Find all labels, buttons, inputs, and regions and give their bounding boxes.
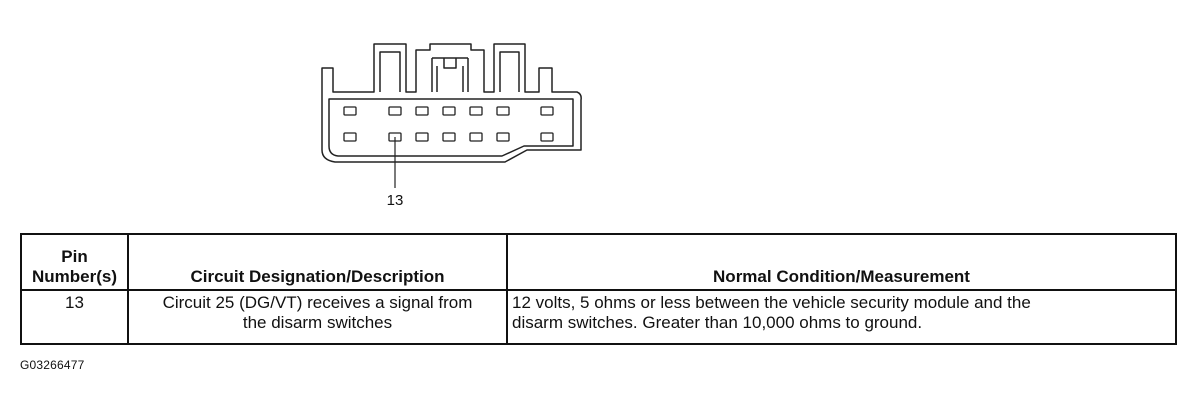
callout-label: 13 [387, 192, 404, 209]
header-pin-number: Pin Number(s) [20, 233, 129, 291]
pin-cavity [469, 106, 483, 116]
cell-circuit: Circuit 25 (DG/VT) receives a signal fro… [127, 289, 508, 345]
connector-diagram: 13 [321, 43, 582, 209]
pin-cavity [442, 132, 456, 142]
pin-cavity [388, 106, 402, 116]
right-latch [499, 51, 520, 92]
center-lock-tab [431, 57, 469, 92]
pin-cavity [415, 106, 429, 116]
pin-cavity [415, 132, 429, 142]
header-measurement: Normal Condition/Measurement [506, 233, 1177, 291]
pin-cavity [496, 106, 510, 116]
header-circuit: Circuit Designation/Description [127, 233, 508, 291]
header-pin-line2: Number(s) [31, 267, 117, 286]
lock-tab-bar [436, 66, 464, 92]
pin-cavity [442, 106, 456, 116]
cell-circuit-line2: the disarm switches [242, 313, 393, 332]
table-row: 13 Circuit 25 (DG/VT) receives a signal … [20, 289, 1177, 345]
connector-inner-outline [328, 98, 574, 157]
pin-cavity [343, 106, 357, 116]
cell-measurement-line2: disarm switches. Greater than 10,000 ohm… [512, 313, 923, 332]
pin-cavity [343, 132, 357, 142]
pin-cavity [496, 132, 510, 142]
pin-cavity [469, 132, 483, 142]
cell-measurement-line1: 12 volts, 5 ohms or less between the veh… [512, 293, 1031, 312]
cell-pin: 13 [20, 289, 129, 345]
left-latch [379, 51, 401, 92]
pin-cavity [540, 132, 554, 142]
connector-body [321, 43, 582, 163]
table-header-row: Pin Number(s) Circuit Designation/Descri… [20, 233, 1177, 291]
header-pin-line1: Pin [61, 247, 88, 266]
pin-cavity [540, 106, 554, 116]
cell-measurement: 12 volts, 5 ohms or less between the veh… [506, 289, 1177, 345]
pin-table: Pin Number(s) Circuit Designation/Descri… [20, 233, 1177, 345]
cell-circuit-line1: Circuit 25 (DG/VT) receives a signal fro… [162, 293, 473, 312]
figure-id: G03266477 [20, 358, 85, 372]
